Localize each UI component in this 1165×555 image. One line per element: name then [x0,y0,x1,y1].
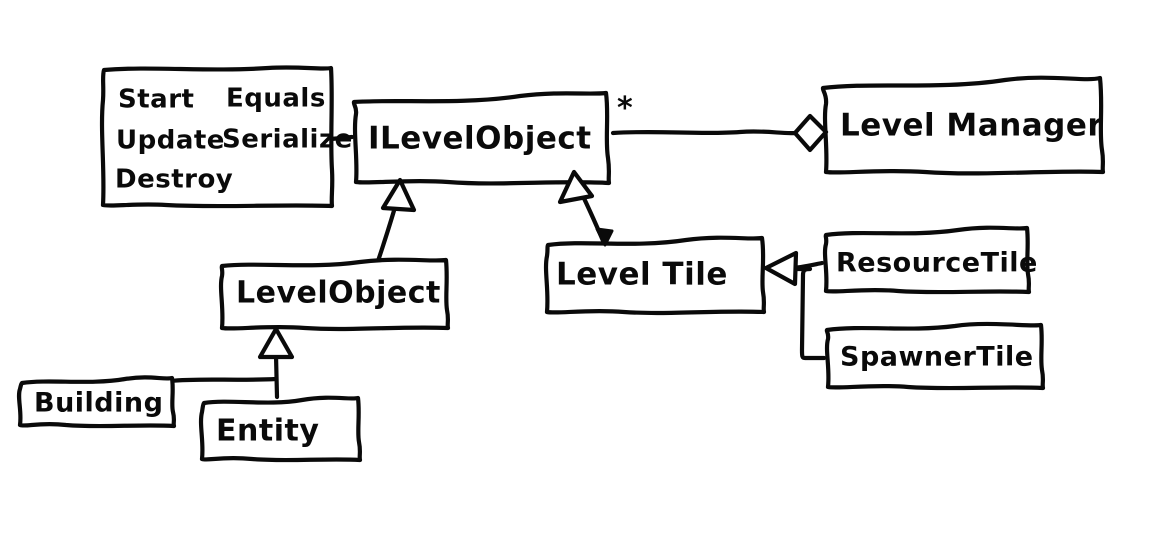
arrow-tip-leveltile-icon [595,227,614,247]
entity-outline [198,395,363,463]
methods-note-line3-col1: Destroy [115,165,233,195]
aggregation-diamond-icon [792,113,829,153]
leveltile-label: Level Tile [556,257,728,293]
generalization-triangle-leveltile-icon [557,169,595,205]
building-outline [16,375,177,429]
connector-entity-to-levelobject [273,352,280,400]
ilevelobject-outline [351,90,612,186]
methods-note-line2-col1: Update [116,126,225,156]
building-label: Building [34,388,163,419]
resourcetile-outline [822,225,1032,295]
methods-note-line1-col2: Equals [226,84,326,114]
methods-note-outline [99,65,335,209]
connector-spawnertile-to-leveltile [787,266,827,361]
methods-note-box[interactable]: Start Equals Update Serialize Destroy [99,65,353,209]
leveltile-outline [543,235,767,316]
levelmanager-label: Level Manager [840,108,1103,144]
spawnertile-label: SpawnerTile [840,342,1034,373]
class-box-building[interactable]: Building [16,375,177,429]
class-box-resourcetile[interactable]: ResourceTile [822,225,1038,295]
generalization-triangle-tiles-icon [763,250,799,287]
methods-note-line2-col2: Serialize [222,125,353,155]
class-box-entity[interactable]: Entity [198,395,363,463]
levelmanager-outline [820,75,1106,176]
methods-note-line1-col1: Start [118,85,194,115]
entity-label: Entity [216,414,319,449]
spawnertile-outline [824,321,1046,391]
levelobject-label: LevelObject [236,276,441,311]
class-box-levelobject[interactable]: LevelObject [218,257,451,332]
resourcetile-label: ResourceTile [836,248,1038,279]
generalization-triangle-entity-icon [257,326,295,360]
multiplicity-star-label: * [617,91,633,126]
generalization-triangle-levelobject-icon [380,177,417,213]
class-box-spawnertile[interactable]: SpawnerTile [824,321,1046,391]
class-box-levelmanager[interactable]: Level Manager [820,75,1106,176]
class-box-ilevelobject[interactable]: ILevelObject [351,90,612,186]
connector-ilevelobject-to-levelmanager [610,129,798,136]
connector-note-to-ilevelobject [328,134,355,142]
levelobject-outline [218,257,451,332]
connector-building-to-levelobject [167,376,279,384]
ilevelobject-label: ILevelObject [368,121,592,157]
class-box-leveltile[interactable]: Level Tile [543,235,767,316]
